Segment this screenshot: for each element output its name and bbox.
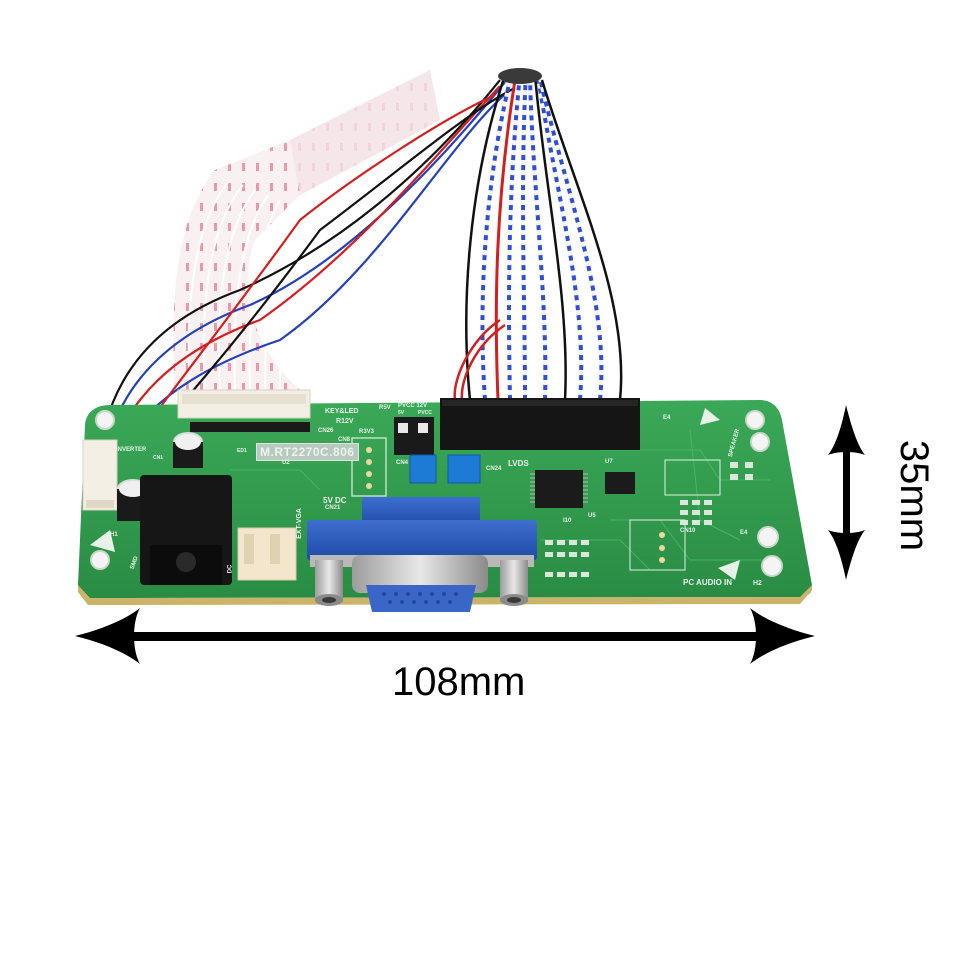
height-dimension-arrow	[828, 405, 865, 580]
silk-u7: U7	[605, 459, 613, 465]
silk-cn8: CN8	[338, 437, 351, 443]
height-dimension-label: 35mm	[892, 439, 937, 552]
silk-key-led: KEY&LED	[325, 408, 359, 415]
silk-cn26: CN26	[318, 428, 334, 434]
silk-pvcc: PVCC	[418, 410, 432, 416]
silk-cn4: CN4	[396, 460, 409, 466]
silk-e4: E4	[663, 415, 671, 421]
silk-cn24: CN24	[486, 466, 502, 472]
silk-5v: 5V	[398, 410, 405, 416]
silk-pvcc-12v: PVCC 12V	[398, 403, 428, 409]
width-dimension-arrow	[75, 608, 815, 664]
width-dimension-label: 108mm	[392, 660, 526, 704]
lvds-cable-bundle	[453, 68, 623, 401]
silk-pc-audio-in: PC AUDIO IN	[683, 578, 733, 587]
silk-dc: DC	[227, 564, 234, 574]
silk-u5: U5	[588, 513, 596, 519]
vga-connector	[307, 497, 537, 612]
silk-r12v: R12V	[336, 418, 354, 425]
silk-e4b: E4	[740, 530, 748, 536]
silk-inverter: INVERTER	[116, 447, 147, 453]
silk-cn10: CN10	[680, 528, 696, 534]
silk-cn21: CN21	[325, 505, 341, 511]
silk-ext-vga: EXT-VGA	[295, 508, 303, 539]
silk-lvds: LVDS	[508, 459, 529, 468]
board-model-label: M.RT2270C.806	[256, 443, 359, 461]
silk-r3v3: R3V3	[359, 429, 375, 435]
silk-ed1: ED1	[237, 448, 247, 454]
silk-u2: U2	[282, 460, 290, 466]
silk-h1: H1	[110, 532, 118, 538]
silk-5v-dc: 5V DC	[323, 496, 347, 505]
silk-cn1: CN1	[153, 455, 164, 461]
silk-r5v: R5V	[379, 405, 391, 411]
silk-i10: I10	[563, 518, 572, 524]
ribbon-cable	[173, 70, 440, 391]
silk-h2: H2	[753, 580, 762, 587]
